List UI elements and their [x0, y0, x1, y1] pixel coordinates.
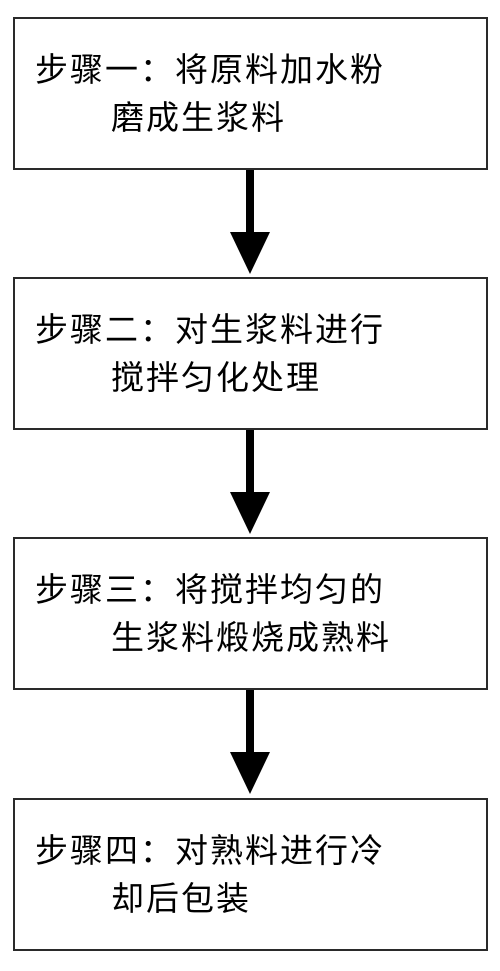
step-4-line-2: 却后包装	[111, 878, 251, 918]
step-2-box: 步骤二：对生浆料进行 搅拌匀化处理	[13, 277, 488, 430]
step-3-line-2: 生浆料煅烧成熟料	[111, 617, 391, 657]
step-2-line-2: 搅拌匀化处理	[111, 357, 321, 397]
step-1-line-2: 磨成生浆料	[111, 97, 286, 137]
step-4-line-1: 步骤四：对熟料进行冷	[35, 830, 385, 870]
step-1-box: 步骤一：将原料加水粉 磨成生浆料	[13, 17, 488, 170]
step-3-box: 步骤三：将搅拌均匀的 生浆料煅烧成熟料	[13, 537, 488, 690]
arrow-down-icon	[230, 170, 270, 274]
arrow-down-icon	[230, 430, 270, 534]
step-1-line-1: 步骤一：将原料加水粉	[35, 49, 385, 89]
arrow-down-icon	[230, 690, 270, 794]
step-2-line-1: 步骤二：对生浆料进行	[35, 309, 385, 349]
step-3-line-1: 步骤三：将搅拌均匀的	[35, 569, 385, 609]
step-4-box: 步骤四：对熟料进行冷 却后包装	[13, 798, 488, 951]
